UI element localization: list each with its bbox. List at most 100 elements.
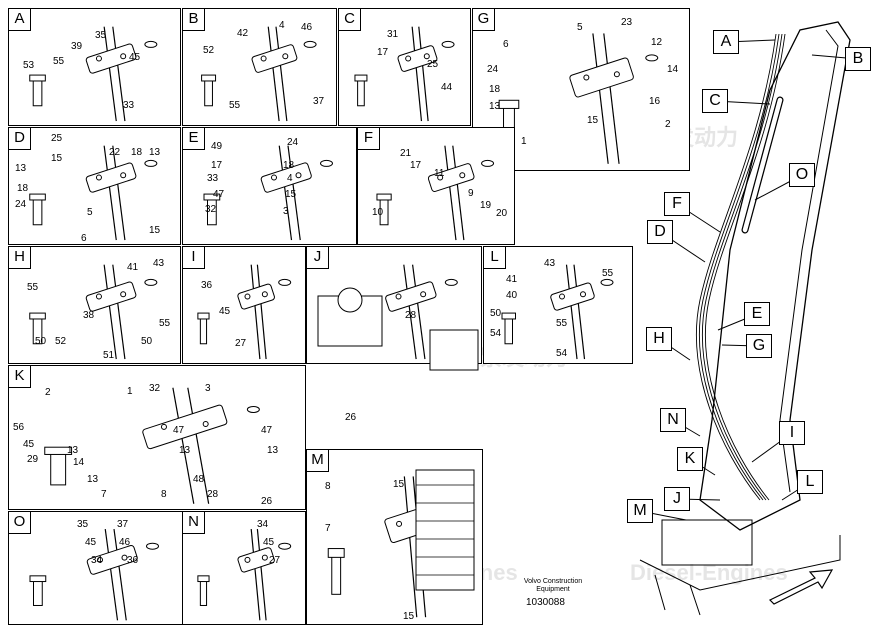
part-number-label: 1 [127,386,133,397]
part-number-label: 13 [267,445,279,456]
panel-m-tag: M [307,450,329,472]
part-number-label: 18 [283,160,295,171]
callout-n[interactable]: N [660,408,686,432]
panel-e-tag: E [183,128,205,150]
part-number-label: 34 [91,555,103,566]
part-number-label: 34 [257,519,269,530]
part-number-label: 47 [213,189,225,200]
part-number-label: 24 [15,199,27,210]
part-number-label: 5 [577,22,583,33]
callout-j[interactable]: J [664,487,690,511]
callout-b[interactable]: B [845,47,871,71]
panel-j-tag: J [307,247,329,269]
callout-m[interactable]: M [627,499,653,523]
part-number-label: 43 [544,258,556,269]
part-number-label: 13 [149,147,161,158]
part-number-label: 4 [287,173,293,184]
part-number-label: 13 [179,445,191,456]
panel-f-tag: F [358,128,380,150]
part-number-label: 38 [83,310,95,321]
callout-g[interactable]: G [746,334,772,358]
panel-k-tag: K [9,366,31,388]
panel-f-artwork [376,145,495,241]
part-number-label: 35 [77,519,89,530]
callout-f[interactable]: F [664,192,690,216]
part-number-label: 1 [521,136,527,147]
part-number-label: 3 [205,383,211,394]
panel-a-artwork [29,26,158,122]
part-number-label: 24 [287,137,299,148]
part-number-label: 47 [261,425,273,436]
part-number-label: 45 [263,537,275,548]
company-caption-line1: Volvo Construction [523,578,583,585]
part-number-label: 45 [85,537,97,548]
company-caption-line2: Equipment [536,586,570,593]
part-number-label: 53 [23,60,35,71]
part-number-label: 9 [468,188,474,199]
part-number-label: 42 [237,28,249,39]
part-number-label: 33 [123,100,135,111]
part-number-label: 55 [53,56,65,67]
part-number-label: 11 [434,168,445,179]
part-number-label: 55 [27,282,39,293]
panel-n-tag: N [183,512,205,534]
part-number-label: 26 [345,412,357,423]
part-number-label: 40 [506,290,518,301]
part-number-label: 32 [205,204,217,215]
callout-e[interactable]: E [744,302,770,326]
panel-g-artwork [498,33,659,164]
part-number-label: 43 [153,258,165,269]
part-number-label: 23 [621,17,633,28]
part-number-label: 48 [193,474,205,485]
callout-i[interactable]: I [779,421,805,445]
part-number-label: 17 [377,47,389,58]
callout-h[interactable]: H [646,327,672,351]
part-number-label: 16 [649,96,661,107]
part-number-label: 50 [490,308,502,319]
part-number-label: 25 [51,133,63,144]
part-number-label: 4 [279,20,285,31]
part-number-label: 22 [109,147,121,158]
part-number-label: 31 [387,29,399,40]
part-number-label: 55 [229,100,241,111]
part-number-label: 56 [13,422,25,433]
callout-l[interactable]: L [797,470,823,494]
part-number-label: 28 [405,310,417,321]
part-number-label: 18 [17,183,29,194]
part-number-label: 12 [651,37,663,48]
part-number-label: 52 [203,45,215,56]
panel-i-artwork [197,264,292,360]
part-number-label: 13 [87,474,99,485]
callout-o[interactable]: O [789,163,815,187]
part-number-label: 33 [207,173,219,184]
part-number-label: 15 [51,153,63,164]
part-number-label: 28 [207,489,219,500]
callout-d[interactable]: D [647,220,673,244]
callout-a[interactable]: A [713,30,739,54]
part-number-label: 41 [506,274,518,285]
part-number-label: 46 [119,537,131,548]
part-number-label: 17 [410,160,422,171]
part-number-label: 17 [211,160,223,171]
part-number-label: 20 [496,208,508,219]
part-number-label: 14 [667,64,679,75]
part-number-label: 25 [427,59,439,70]
callout-k[interactable]: K [677,447,703,471]
callout-c[interactable]: C [702,89,728,113]
part-number-label: 51 [103,350,115,361]
panel-n-artwork [197,529,292,621]
panel-k-artwork [44,387,260,504]
part-number-label: 29 [27,454,39,465]
part-number-label: 10 [372,207,384,218]
panel-a-tag: A [9,9,31,31]
part-number-label: 35 [95,30,107,41]
panel-o-tag: O [9,512,31,534]
